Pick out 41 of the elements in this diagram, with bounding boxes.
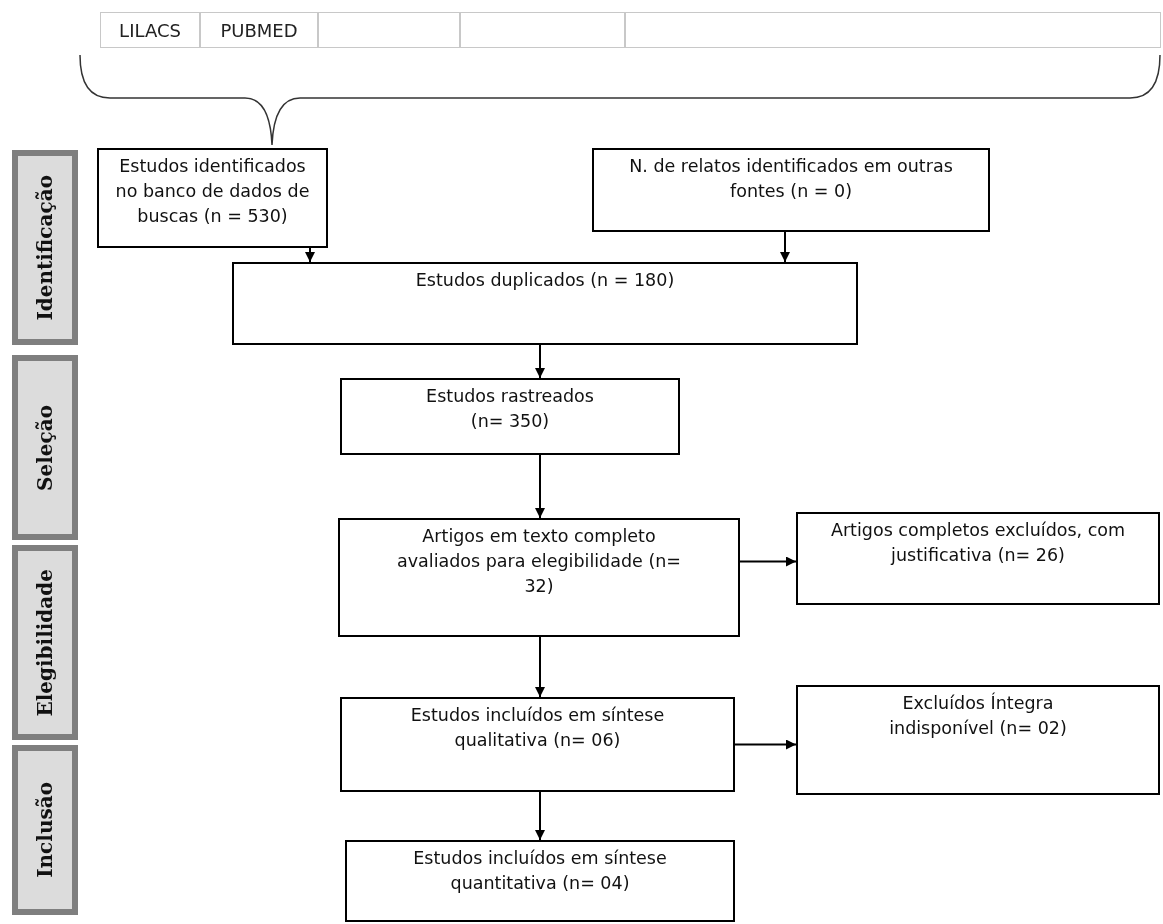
process-box	[796, 685, 1160, 795]
arrow	[739, 556, 797, 567]
phase-band	[12, 745, 78, 915]
phase-band	[12, 545, 78, 740]
arrow	[734, 739, 797, 750]
phase-band	[12, 150, 78, 345]
phase-band	[12, 355, 78, 540]
box-text: Artigos em texto completo avaliados para elegibilidade (n= 32)	[396, 525, 682, 598]
process-box	[338, 518, 740, 637]
arrow	[535, 454, 545, 519]
box-text: Estudos identificados no banco de dados de buscas (n = 530)	[114, 155, 311, 228]
process-box	[340, 378, 680, 455]
database-tab	[460, 12, 625, 48]
process-box	[232, 262, 858, 345]
process-box	[345, 840, 735, 922]
database-name: PUBMED	[220, 19, 298, 41]
arrow	[535, 344, 545, 379]
arrow	[305, 247, 315, 263]
phase-label: Elegibilidade	[33, 568, 57, 717]
database-tab	[200, 12, 318, 48]
box-text: Excluídos Íntegra indisponível (n= 02)	[888, 691, 1068, 740]
process-box	[340, 697, 735, 792]
arrow	[780, 231, 790, 263]
database-tab	[625, 12, 1161, 48]
database-tab	[100, 12, 200, 48]
phase-label: Seleção	[33, 404, 57, 491]
arrow	[535, 791, 545, 841]
process-box	[592, 148, 990, 232]
process-box	[97, 148, 328, 248]
box-text: Estudos rastreados (n= 350)	[425, 385, 595, 433]
phase-label: Inclusão	[33, 782, 57, 878]
box-text: Estudos incluídos em síntese qualitativa (n= 06)	[409, 704, 666, 752]
phase-label: Identificação	[33, 174, 57, 321]
box-text: Estudos incluídos em síntese quantitativa (n= 04)	[412, 847, 668, 895]
box-text: Artigos completos excluídos, com justificativa (n= 26)	[829, 519, 1127, 567]
arrow	[535, 636, 545, 698]
box-text: Estudos duplicados (n = 180)	[415, 269, 675, 292]
database-name: LILACS	[119, 19, 181, 41]
process-box	[796, 512, 1160, 605]
box-text: N. de relatos identificados em outras fontes (n = 0)	[628, 155, 954, 203]
database-tab	[318, 12, 460, 48]
